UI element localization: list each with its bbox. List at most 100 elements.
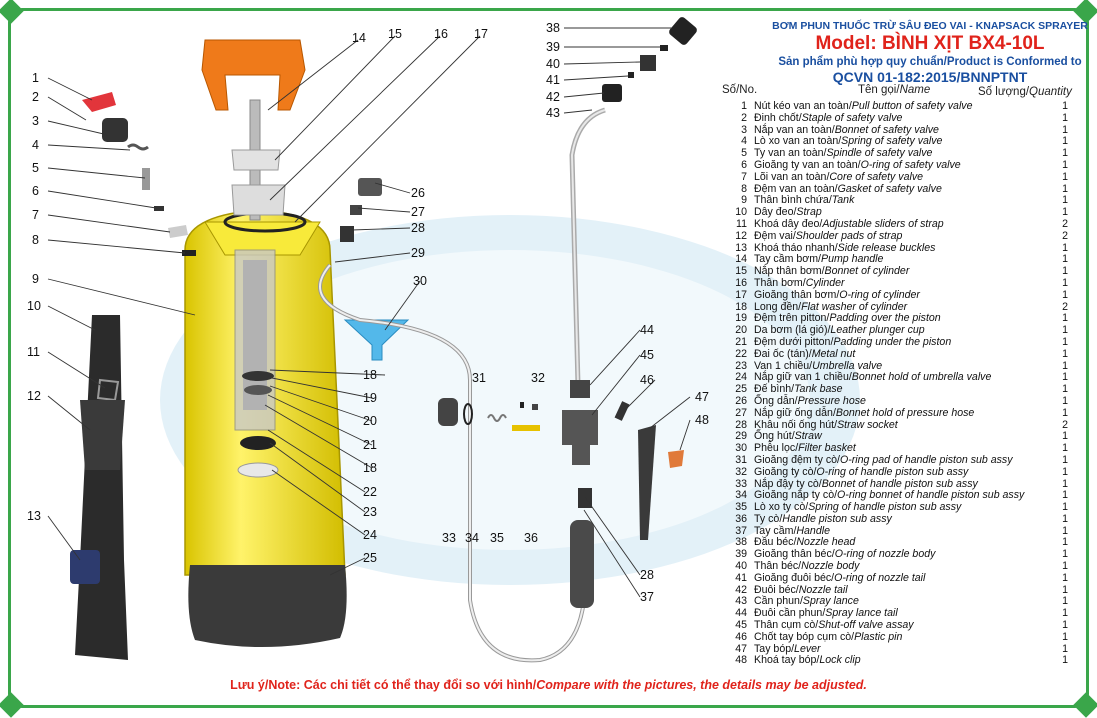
part-quantity: 1 <box>1062 571 1068 584</box>
part-quantity: 1 <box>1062 548 1068 561</box>
part-name: Khoá dây đeo/Adjustable sliders of strap <box>754 217 944 230</box>
part-quantity: 1 <box>1062 158 1068 171</box>
part-name: Tay bóp/Lever <box>754 642 821 655</box>
callout: 2 <box>32 90 39 104</box>
part-number: 32 <box>735 465 747 478</box>
part-name: Thân bình chứa/Tank <box>754 194 855 207</box>
part-name: Da bơm (lá gió)/Leather plunger cup <box>754 324 925 337</box>
callout: 38 <box>546 21 560 35</box>
leader-lines <box>47 27 691 598</box>
conformity-line: Sản phẩm phù hợp quy chuẩn/Product is Co… <box>778 56 1082 68</box>
part-quantity: 1 <box>1062 524 1068 537</box>
callout: 37 <box>640 590 654 604</box>
tank <box>184 209 347 648</box>
brand-line: BƠM PHUN THUỐC TRỪ SÂU ĐEO VAI - KNAPSAC… <box>772 20 1088 32</box>
part-number: 7 <box>741 170 747 183</box>
part-number: 1 <box>741 100 747 112</box>
part-number: 44 <box>735 607 747 620</box>
part-quantity: 2 <box>1062 217 1068 230</box>
part-quantity: 1 <box>1062 630 1068 643</box>
callout: 14 <box>352 31 366 45</box>
part-name: Đuôi cần phun/Spray lance tail <box>754 607 898 620</box>
part-quantity: 1 <box>1062 324 1068 337</box>
part-name: Cần phun/Spray lance <box>754 595 859 608</box>
callout: 3 <box>32 114 39 128</box>
callout: 7 <box>32 208 39 222</box>
part-quantity: 1 <box>1062 536 1068 549</box>
part-number: 33 <box>735 477 747 490</box>
part-quantity: 1 <box>1062 489 1068 502</box>
callout: 40 <box>546 57 560 71</box>
callout: 18 <box>363 461 377 475</box>
part-name: Gioăng thân béc/O-ring of nozzle body <box>754 548 936 561</box>
part-number: 46 <box>735 630 747 643</box>
part-name: Khoá tháo nhanh/Side release buckles <box>754 241 936 254</box>
callout: 35 <box>490 531 504 545</box>
part-number: 28 <box>735 418 747 431</box>
part-quantity: 1 <box>1062 512 1068 525</box>
part-name: Lò xo van an toàn/Spring of safety valve <box>754 135 943 148</box>
part-number: 37 <box>735 524 747 537</box>
part-name: Lõi van an toàn/Core of safety valve <box>754 170 924 183</box>
part-name: Nút kéo van an toàn/Pull button of safet… <box>754 100 973 112</box>
part-number: 6 <box>741 158 747 171</box>
callout: 26 <box>411 186 425 200</box>
part-number: 34 <box>735 489 747 502</box>
part-quantity: 1 <box>1062 170 1068 183</box>
part-name: Gioăng đuôi béc/O-ring of nozzle tail <box>754 571 926 584</box>
title-block: BƠM PHUN THUỐC TRỪ SÂU ĐEO VAI - KNAPSAC… <box>770 20 1090 85</box>
column-header-no: Số/No. <box>722 84 758 96</box>
part-number: 30 <box>735 442 747 455</box>
part-quantity: 1 <box>1062 442 1068 455</box>
callout: 30 <box>413 274 427 288</box>
standard-line: QCVN 01-182:2015/BNNPTNT <box>832 69 1028 85</box>
part-quantity: 1 <box>1062 477 1068 490</box>
part-number: 41 <box>735 571 747 584</box>
callout: 47 <box>695 390 709 404</box>
part-name: Nắp giữ ống dẫn/Bonnet hold of pressure … <box>754 406 975 419</box>
callout: 1 <box>32 71 39 85</box>
callout: 13 <box>27 509 41 523</box>
part-name: Chốt tay bóp cụm cò/Plastic pin <box>754 630 903 643</box>
part-name: Tay cầm bơm/Pump handle <box>754 253 884 266</box>
part-number: 8 <box>741 182 747 195</box>
part-quantity: 1 <box>1062 288 1068 301</box>
part-quantity: 1 <box>1062 312 1068 325</box>
part-quantity: 1 <box>1062 100 1068 112</box>
part-number: 36 <box>735 512 747 525</box>
part-name: Van 1 chiều/Umbrella valve <box>754 359 883 372</box>
part-name: Ống dẫn/Pressure hose <box>754 394 866 407</box>
part-number: 27 <box>735 406 747 419</box>
part-name: Đệm vai/Shoulder pads of strap <box>754 229 903 242</box>
parts-list-row: 46 Chốt tay bóp cụm cò/Plastic pin 1 <box>718 630 1078 644</box>
part-quantity: 1 <box>1062 135 1068 148</box>
trigger-parts <box>438 398 540 431</box>
callout: 33 <box>442 531 456 545</box>
callout: 28 <box>411 221 425 235</box>
part-name: Dây đeo/Strap <box>754 206 822 219</box>
part-quantity: 1 <box>1062 607 1068 620</box>
callout: 6 <box>32 184 39 198</box>
part-quantity: 1 <box>1062 465 1068 478</box>
callout: 5 <box>32 161 39 175</box>
model-title: Model: BÌNH XỊT BX4-10L <box>815 33 1045 54</box>
